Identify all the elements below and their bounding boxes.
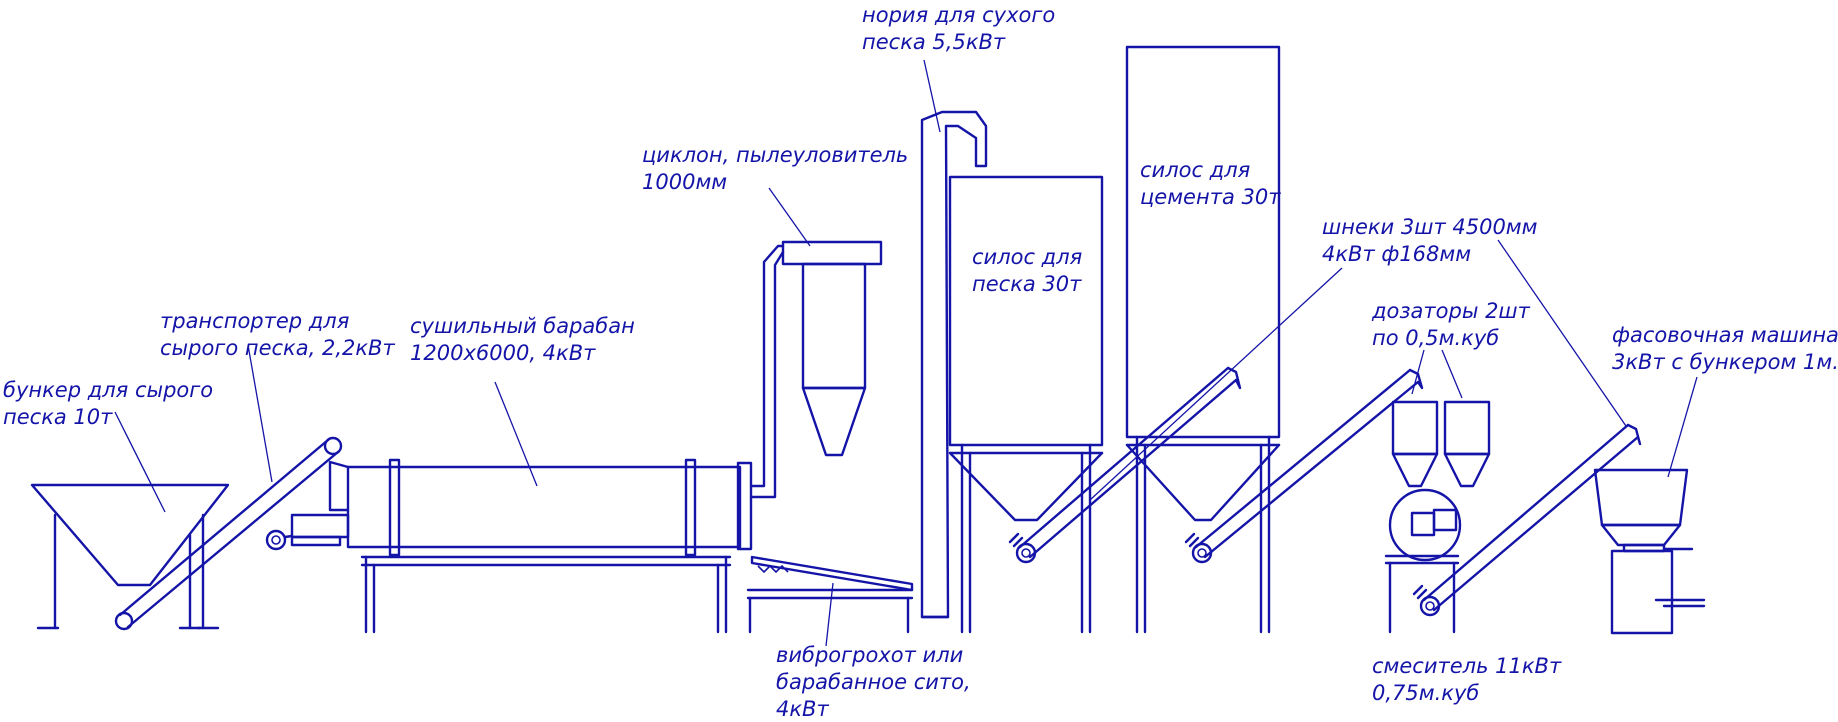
- label-screw-conveyors-line-1: шнеки 3шт 4500мм: [1322, 215, 1538, 239]
- label-vibro-screen-line-1: виброгрохот или: [776, 643, 963, 667]
- label-raw-conveyor-line-1: транспортер для: [160, 309, 349, 333]
- label-bucket-elevator: нория для сухого песка 5,5кВт: [862, 3, 1055, 54]
- label-packing-machine-line-2: 3кВт с бункером 1м.куб: [1612, 350, 1838, 374]
- label-vibro-screen-line-3: 4кВт: [776, 697, 829, 721]
- label-dosers-line-2: по 0,5м.куб: [1372, 326, 1499, 350]
- label-dryer-drum: сушильный барабан 1200х6000, 4кВт: [410, 314, 635, 365]
- label-dosers-line-1: дозаторы 2шт: [1371, 299, 1531, 323]
- label-screw-conveyors-line-2: 4кВт ф168мм: [1322, 242, 1471, 266]
- label-mixer-line-1: смеситель 11кВт: [1372, 654, 1562, 678]
- label-bucket-elevator-line-2: песка 5,5кВт: [862, 30, 1006, 54]
- bucket-elevator: [920, 110, 988, 619]
- label-dryer-drum-line-2: 1200х6000, 4кВт: [410, 341, 596, 365]
- label-raw-conveyor: транспортер для сырого песка, 2,2кВт: [160, 309, 395, 360]
- sand-silo: [948, 175, 1104, 634]
- label-raw-conveyor-line-2: сырого песка, 2,2кВт: [160, 336, 395, 360]
- label-cement-silo-line-1: силос для: [1140, 158, 1250, 182]
- label-raw-hopper-line-1: бункер для сырого: [3, 378, 213, 402]
- label-dosers: дозаторы 2шт по 0,5м.куб: [1371, 299, 1531, 350]
- label-vibro-screen-line-2: барабанное сито,: [776, 670, 971, 694]
- label-packing-machine-line-1: фасовочная машина: [1612, 323, 1838, 347]
- screw-conveyor-cement: [1184, 368, 1424, 564]
- screw-conveyor-sand: [1008, 366, 1242, 564]
- label-cyclone: циклон, пылеуловитель 1000мм: [642, 143, 908, 194]
- cement-silo: [1125, 45, 1281, 634]
- label-sand-silo-line-1: силос для: [972, 245, 1082, 269]
- label-bucket-elevator-line-1: нория для сухого: [862, 3, 1055, 27]
- vibro-screen: [746, 555, 914, 634]
- label-cyclone-line-1: циклон, пылеуловитель: [642, 143, 908, 167]
- label-cement-silo: силос для цемента 30т: [1140, 158, 1281, 209]
- raw-sand-conveyor: [114, 436, 343, 631]
- mixer: [1384, 488, 1462, 634]
- label-cyclone-line-2: 1000мм: [642, 170, 727, 194]
- raw-sand-hopper: [30, 483, 230, 630]
- label-raw-hopper-line-2: песка 10т: [3, 405, 113, 429]
- dryer-drum: [290, 458, 753, 634]
- label-sand-silo: силос для песка 30т: [972, 245, 1082, 296]
- packing-machine: [1593, 468, 1706, 635]
- label-packing-machine: фасовочная машина 3кВт с бункером 1м.куб: [1612, 323, 1838, 374]
- label-sand-silo-line-2: песка 30т: [972, 272, 1082, 296]
- cyclone-dust-collector: [749, 240, 883, 499]
- label-screw-conveyors: шнеки 3шт 4500мм 4кВт ф168мм: [1322, 215, 1538, 266]
- label-vibro-screen: виброгрохот или барабанное сито, 4кВт: [776, 643, 971, 721]
- label-mixer-line-2: 0,75м.куб: [1372, 681, 1479, 705]
- label-dryer-drum-line-1: сушильный барабан: [410, 314, 635, 338]
- screw-conveyor-product: [1412, 423, 1642, 617]
- label-raw-hopper: бункер для сырого песка 10т: [3, 378, 213, 429]
- label-cement-silo-line-2: цемента 30т: [1140, 185, 1281, 209]
- leader-lines: [114, 59, 1698, 647]
- dosers: [1391, 400, 1491, 488]
- label-mixer: смеситель 11кВт 0,75м.куб: [1372, 654, 1562, 705]
